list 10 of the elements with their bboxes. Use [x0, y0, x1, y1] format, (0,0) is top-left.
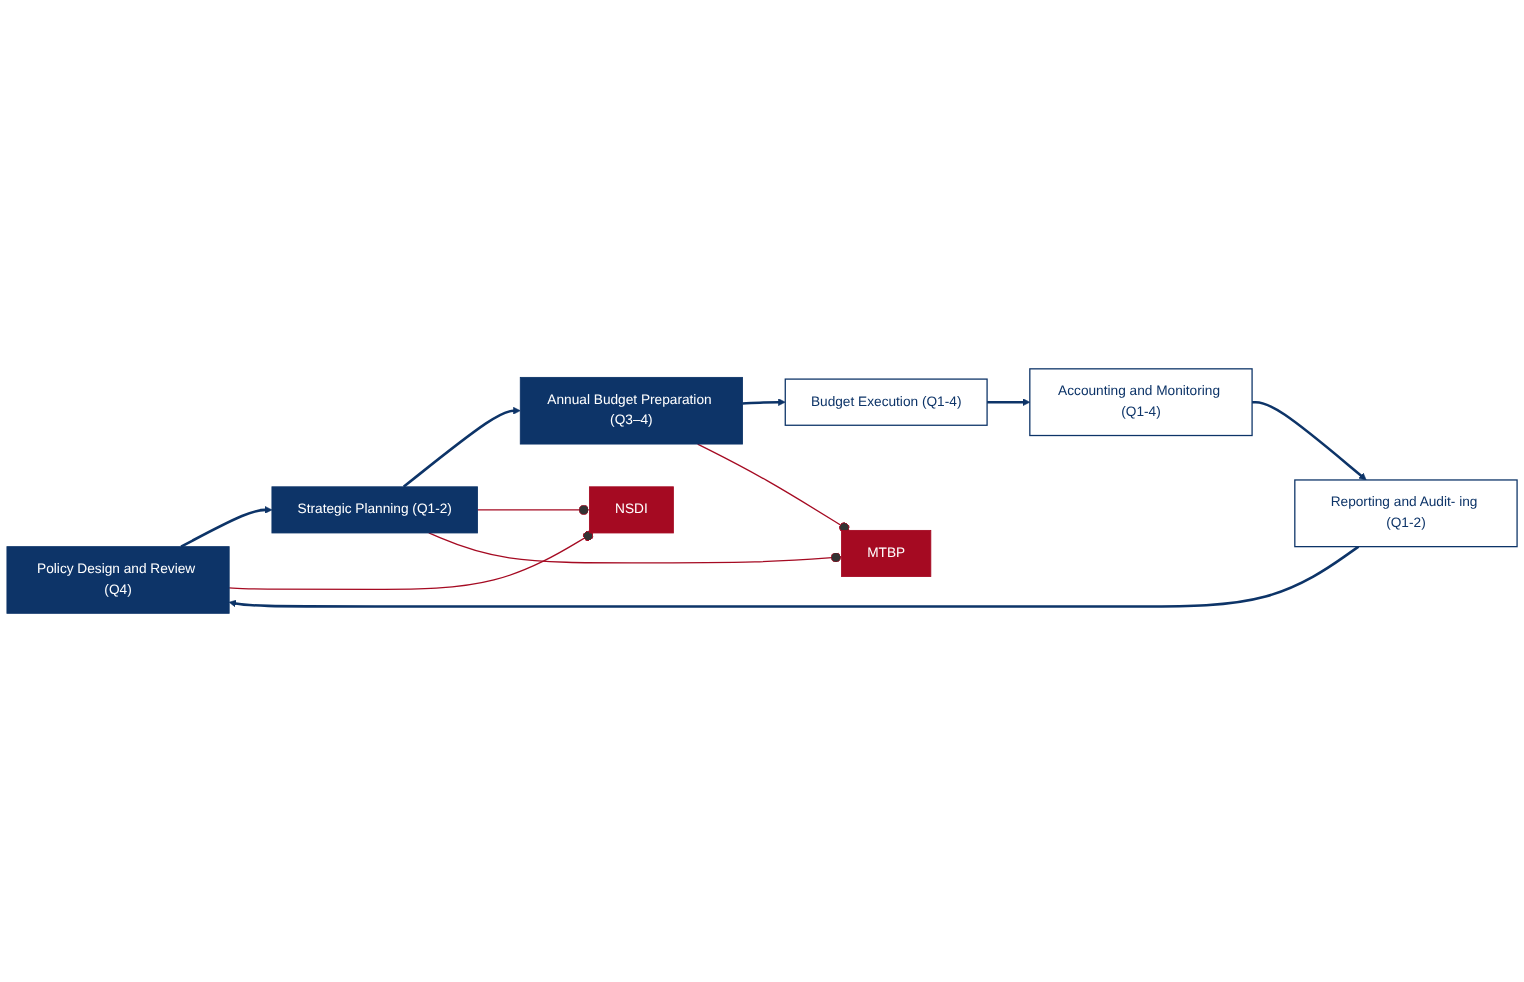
arrow	[228, 545, 1360, 608]
arrow	[402, 406, 521, 488]
connector	[428, 532, 843, 564]
arrow	[987, 398, 1031, 406]
arrow	[180, 506, 273, 548]
connector	[697, 443, 850, 533]
arrow	[742, 398, 786, 406]
connector	[228, 530, 594, 590]
arrow	[1252, 400, 1367, 481]
connector	[476, 504, 591, 515]
